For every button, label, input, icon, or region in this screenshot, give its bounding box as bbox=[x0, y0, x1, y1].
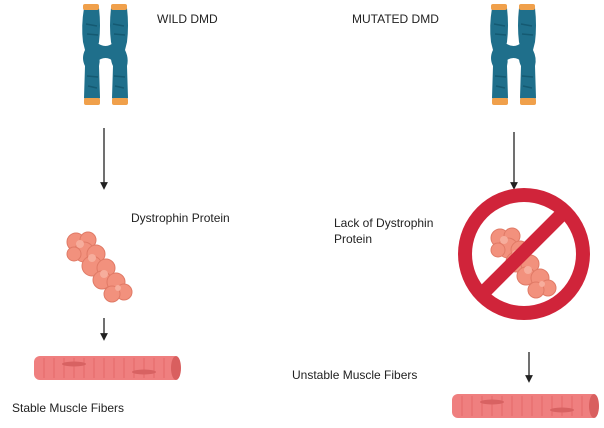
dystrophin-protein-label: Dystrophin Protein bbox=[131, 211, 230, 225]
prohibition-icon bbox=[458, 188, 590, 320]
lack-of-dystrophin-label-line2: Protein bbox=[334, 232, 373, 246]
dystrophin-protein-icon bbox=[66, 231, 133, 303]
muscle-fiber-icon-stable bbox=[33, 355, 182, 381]
lack-of-dystrophin-label-line1: Lack of Dystrophin bbox=[334, 216, 434, 230]
muscle-fiber-icon-unstable bbox=[451, 393, 600, 419]
chromosome-icon-wild bbox=[81, 3, 129, 106]
stable-muscle-fibers-label: Stable Muscle Fibers bbox=[12, 401, 125, 415]
wild-dmd-label: WILD DMD bbox=[157, 12, 218, 26]
chromosome-icon-mutated bbox=[489, 3, 537, 106]
unstable-muscle-fibers-label: Unstable Muscle Fibers bbox=[292, 368, 418, 382]
mutated-dmd-label: MUTATED DMD bbox=[352, 12, 439, 26]
